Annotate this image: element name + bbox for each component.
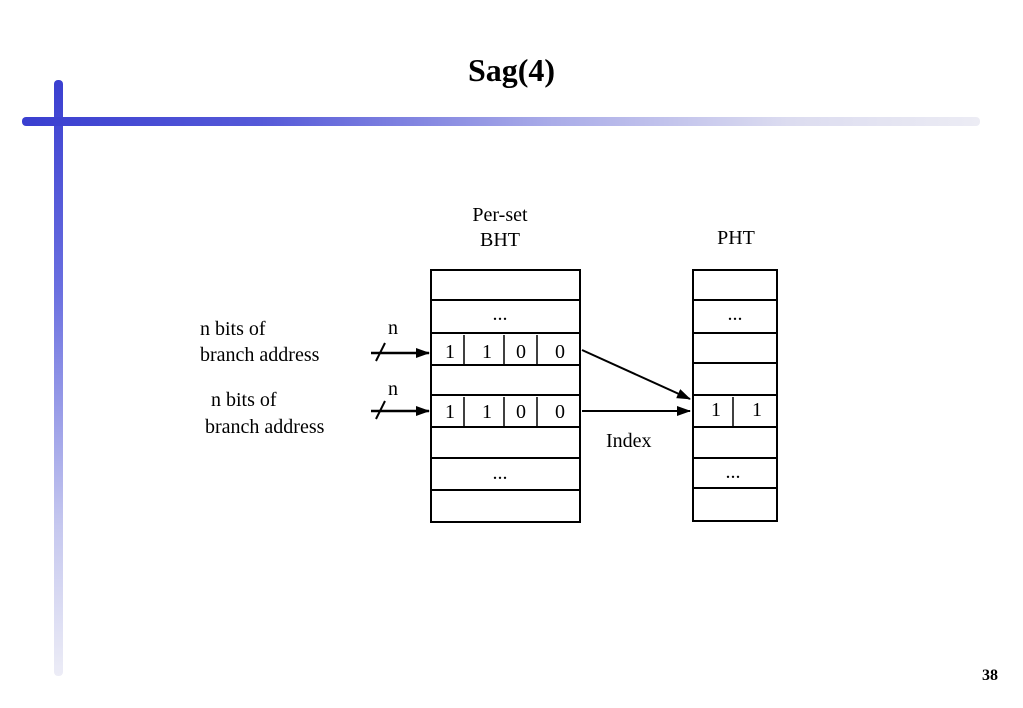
input2-label-line2: branch address <box>205 416 325 438</box>
bht-row1-bit: 1 <box>482 341 492 363</box>
input1-bus-slash <box>375 342 386 362</box>
page-number: 38 <box>982 667 998 684</box>
bht-row2-bit: 1 <box>482 401 492 423</box>
input1-label-line2: branch address <box>200 344 320 366</box>
bht-row1-bit: 0 <box>516 341 526 363</box>
pht-dots-top: ... <box>728 303 743 325</box>
input2-bus-slash <box>375 400 386 420</box>
bht-row2-bit: 0 <box>516 401 526 423</box>
bht-table: Per-set BHT ... ... 1 1 0 0 1 1 0 0 <box>430 204 581 523</box>
bht-label-line2: BHT <box>480 229 520 251</box>
bht-label-line1: Per-set <box>472 204 528 226</box>
pht-dots-bottom: ... <box>726 461 741 483</box>
input2-label-line1: n bits of <box>211 389 277 411</box>
bht-dots-bottom: ... <box>493 462 508 484</box>
input1-bus-width: n <box>388 317 398 339</box>
bht-row1-bit: 1 <box>445 341 455 363</box>
bht-row2-bit: 0 <box>555 401 565 423</box>
index-label: Index <box>606 430 652 452</box>
input-2: n bits of branch address n <box>205 378 430 438</box>
index-arrow-diagonal <box>581 349 691 400</box>
pht-table: PHT ... ... 1 1 <box>692 227 778 522</box>
pht-label: PHT <box>717 227 755 249</box>
vertical-accent-bar <box>54 80 63 676</box>
horizontal-accent-bar <box>22 117 980 126</box>
input-1: n bits of branch address n <box>200 317 430 366</box>
pht-entry-bit: 1 <box>711 399 721 421</box>
bht-dots-top: ... <box>493 303 508 325</box>
input2-bus-width: n <box>388 378 398 400</box>
pht-entry-bit: 1 <box>752 399 762 421</box>
bht-row2-bit: 1 <box>445 401 455 423</box>
slide-title: Sag(4) <box>467 52 556 88</box>
bht-row1-bit: 0 <box>555 341 565 363</box>
input1-label-line1: n bits of <box>200 318 266 340</box>
